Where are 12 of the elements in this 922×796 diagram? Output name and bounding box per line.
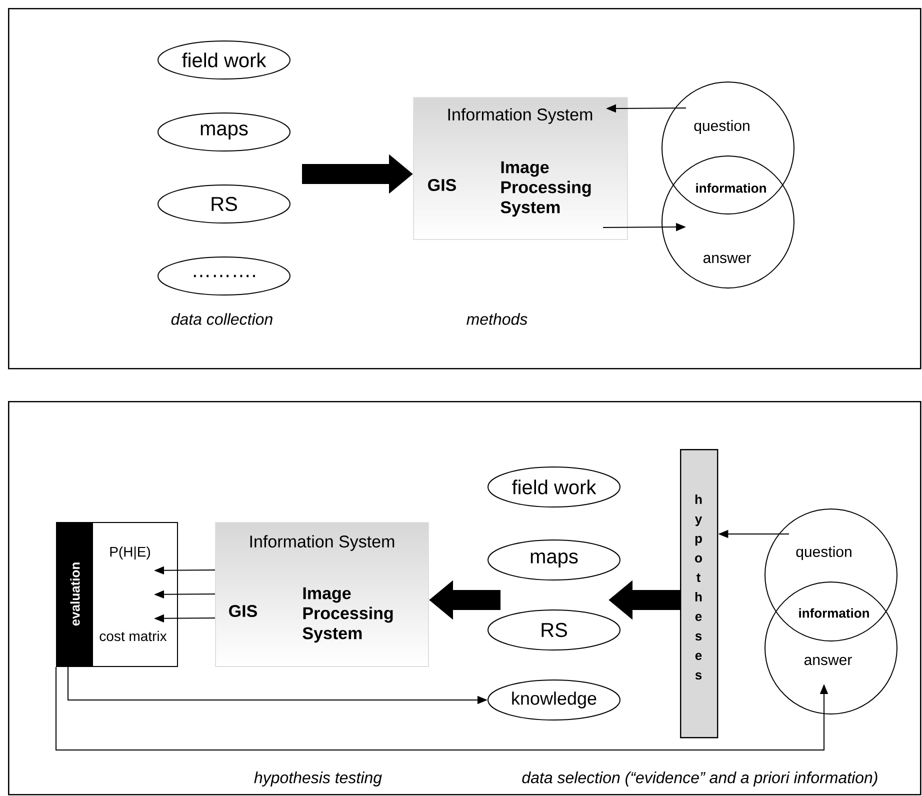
- system-box: Information System GIS Image Processing System: [413, 97, 628, 240]
- hypotheses-bar: hypotheses: [680, 449, 718, 738]
- panel-caption: hypothesis testing: [254, 772, 382, 786]
- panel-caption: data selection (“evidence” and a priori information): [522, 772, 878, 786]
- overlap-label: information: [799, 608, 869, 618]
- evaluation-box: evaluation P(H|E) cost matrix: [56, 522, 178, 667]
- panel-caption: methods: [466, 313, 528, 325]
- system-box: Information System GIS Image Processing System: [215, 522, 429, 667]
- panel-caption: data collection: [171, 313, 272, 325]
- panel-frame: [8, 8, 922, 370]
- panel-frame: [8, 401, 922, 796]
- overlap-label: information: [696, 183, 766, 193]
